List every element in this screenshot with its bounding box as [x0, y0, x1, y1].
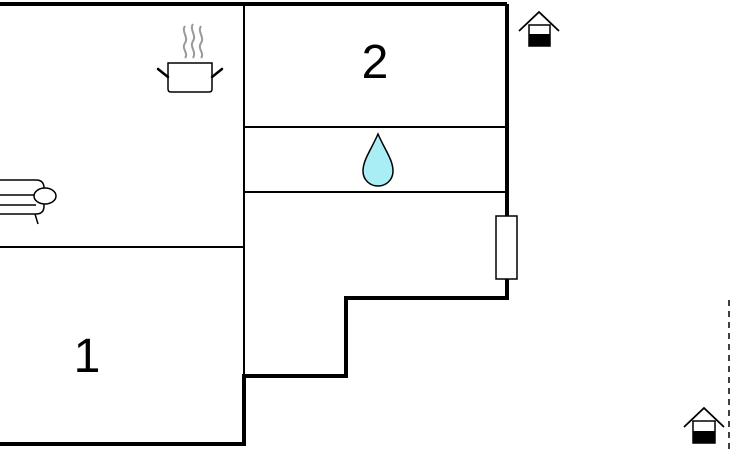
exterior-walls — [0, 2, 509, 446]
steam — [182, 23, 204, 59]
sofa-icon — [0, 179, 57, 225]
interior-walls — [0, 4, 505, 444]
radiator-icon — [495, 215, 518, 280]
room-label-1: 1 — [74, 330, 101, 383]
room-label-2: 2 — [362, 36, 389, 89]
right-stepped-wall — [0, 4, 509, 446]
water-drop-icon — [362, 132, 394, 187]
house-entrance-icon-bottom — [683, 406, 725, 444]
cooking-pot-icon — [156, 23, 224, 93]
house-entrance-icon — [518, 10, 560, 47]
